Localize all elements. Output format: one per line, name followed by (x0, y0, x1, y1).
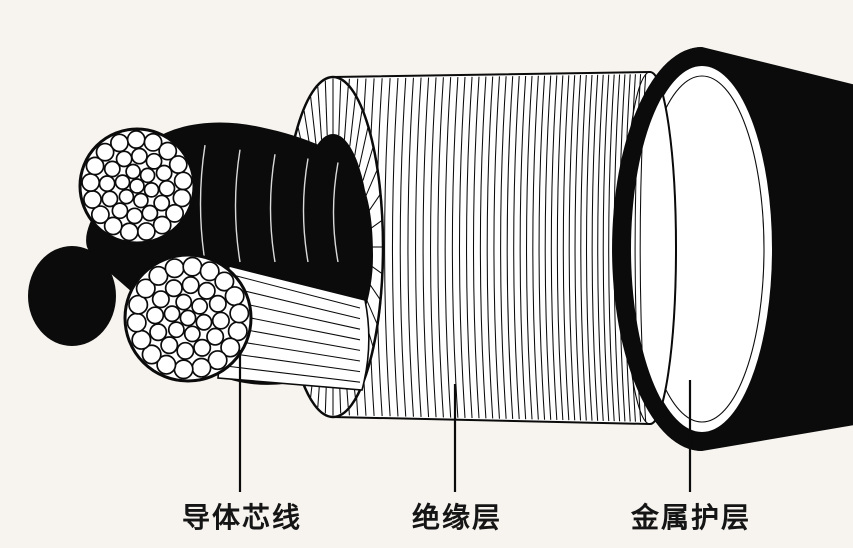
conductor-strands (126, 256, 250, 380)
outer-sheath-rim (612, 47, 702, 451)
label-conductor-core: 导体芯线 (182, 501, 302, 534)
conductor-bottom-body (217, 264, 370, 391)
conductor-strands (81, 130, 193, 242)
conductor-band-hatch (228, 273, 361, 383)
black-conductor (28, 246, 116, 346)
label-insulation-layer: 绝缘层 (412, 501, 502, 534)
conductor-bottom-face (123, 253, 253, 383)
bundle-strand-texture (199, 145, 339, 263)
label-metal-sheath: 金属护层 (630, 501, 751, 534)
conductor-band (217, 264, 370, 391)
conductor-top-face (78, 127, 196, 245)
leader-lines (238, 350, 692, 492)
labels: 导体芯线 绝缘层 金属护层 (182, 501, 751, 534)
